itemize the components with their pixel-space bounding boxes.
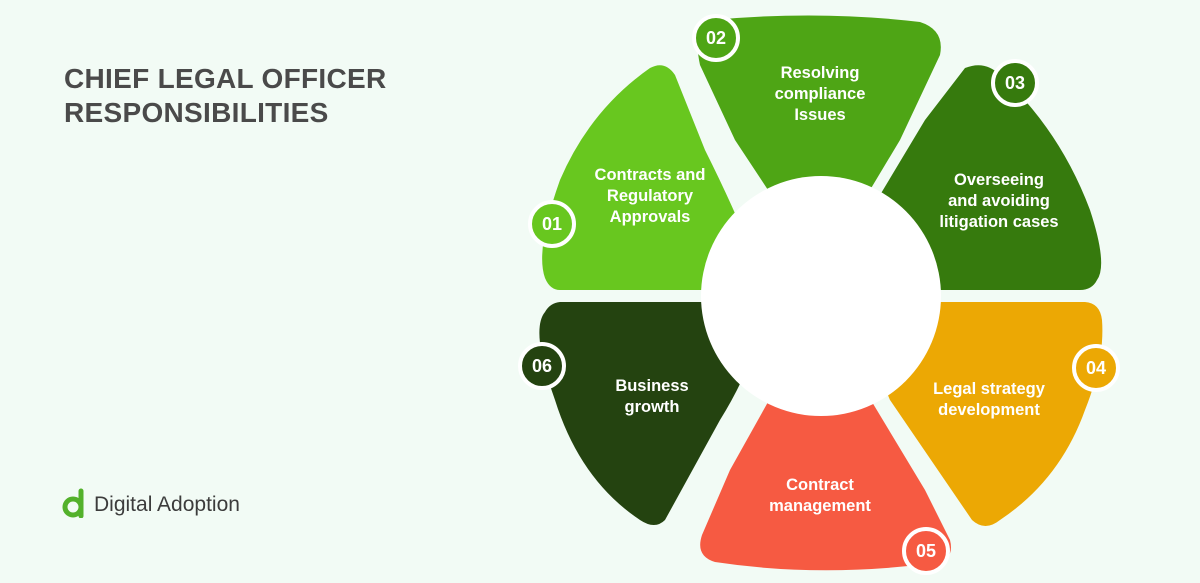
title-line-1: CHIEF LEGAL OFFICER [64, 63, 387, 94]
badge-04-circle [1072, 344, 1120, 392]
segment-06 [539, 302, 760, 525]
badge-03-circle [991, 59, 1039, 107]
segment-03-label-line-2: and avoiding [948, 192, 1050, 210]
segment-01-label: Contracts and Regulatory Approvals [595, 166, 706, 226]
badge-04: 04 [1072, 344, 1120, 392]
segment-05-label: Contract management [769, 476, 871, 515]
badge-01-number: 01 [542, 214, 562, 234]
badge-06: 06 [518, 342, 566, 390]
badge-06-circle [518, 342, 566, 390]
badge-05: 05 [902, 527, 950, 575]
segment-06-label: Business growth [615, 377, 688, 416]
segment-05 [700, 402, 951, 571]
segment-04-label-line-1: Legal strategy [933, 380, 1046, 398]
badge-05-number: 05 [916, 541, 936, 561]
badge-02-number: 02 [706, 28, 726, 48]
brand-logo: Digital Adoption [62, 488, 240, 518]
segment-02-label-line-2: compliance [775, 85, 866, 103]
segment-01-label-line-1: Contracts and [595, 166, 706, 184]
badge-02-circle [692, 14, 740, 62]
page-title: CHIEF LEGAL OFFICER RESPONSIBILITIES [64, 62, 484, 130]
badge-01: 01 [528, 200, 576, 248]
badge-03: 03 [991, 59, 1039, 107]
segment-05-label-line-1: Contract [786, 476, 854, 494]
segment-03-label-line-1: Overseeing [954, 171, 1044, 189]
segment-05-label-line-2: management [769, 497, 871, 515]
segment-02-label: Resolving compliance Issues [775, 64, 866, 124]
badge-05-circle [902, 527, 950, 575]
badge-01-circle [528, 200, 576, 248]
badge-04-number: 04 [1086, 358, 1106, 378]
digital-adoption-logo-icon [62, 488, 84, 518]
logo-text: Digital Adoption [94, 493, 240, 516]
badge-02: 02 [692, 14, 740, 62]
wheel-center [701, 176, 941, 416]
segment-02 [697, 15, 941, 191]
segment-01-label-line-3: Approvals [610, 208, 691, 226]
badge-03-number: 03 [1005, 73, 1025, 93]
segment-03-label: Overseeing and avoiding litigation cases [939, 171, 1058, 231]
segment-06-label-line-1: Business [615, 377, 688, 395]
segment-01-label-line-2: Regulatory [607, 187, 694, 205]
segment-04-label-line-2: development [938, 401, 1040, 419]
segment-03 [880, 65, 1102, 290]
segment-06-label-line-2: growth [625, 398, 680, 416]
segment-03-label-line-3: litigation cases [939, 213, 1058, 231]
badge-06-number: 06 [532, 356, 552, 376]
title-line-2: RESPONSIBILITIES [64, 97, 329, 128]
segment-02-label-line-3: Issues [794, 106, 845, 124]
segment-01 [542, 65, 758, 290]
segment-04-label: Legal strategy development [933, 380, 1046, 419]
segment-02-label-line-1: Resolving [781, 64, 860, 82]
segment-04 [885, 302, 1103, 526]
